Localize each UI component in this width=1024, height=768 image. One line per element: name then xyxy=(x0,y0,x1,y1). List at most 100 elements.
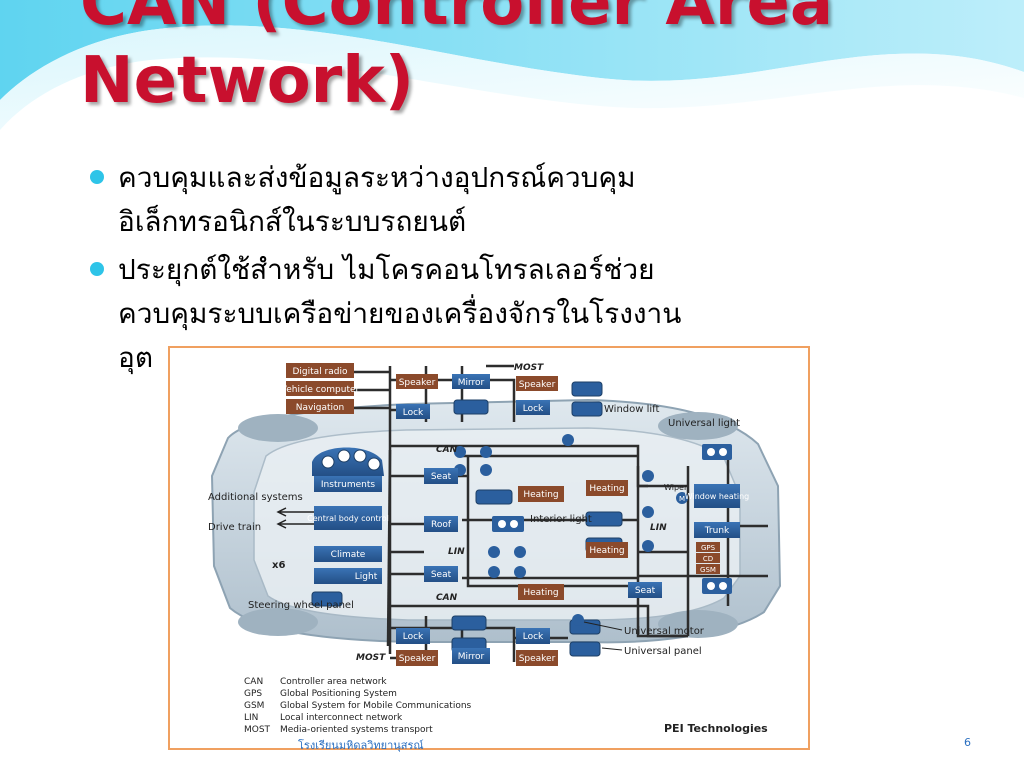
node-label: Lock xyxy=(523,404,544,414)
node-roof xyxy=(424,516,458,532)
node-label: GSM xyxy=(700,566,716,574)
node-label: Vehicle computer xyxy=(281,385,360,395)
motor-icon xyxy=(676,492,688,504)
motor-icon xyxy=(642,470,654,482)
label-universal-light: Universal light xyxy=(668,418,740,429)
node-label: Navigation xyxy=(296,403,345,413)
legend-desc: Media-oriented systems transport xyxy=(280,725,433,735)
legend-abbr: CAN xyxy=(244,677,263,687)
legend-abbr: GPS xyxy=(244,689,262,699)
footer-school-name: โรงเรียนมหิดลวิทยานุสรณ์ xyxy=(298,739,424,752)
node-label: CD xyxy=(703,555,713,563)
node-lock xyxy=(516,628,550,644)
node-label: Seat xyxy=(431,570,452,580)
legend-desc: Global Positioning System xyxy=(280,689,397,699)
node-vehicle-computer xyxy=(286,381,354,396)
gauge-icons xyxy=(321,449,381,471)
bullet-item: ประยุกต์ใช้สำหรับ ไมโครคอนโทรลเลอร์ช่วย … xyxy=(90,248,890,380)
background-wave xyxy=(0,0,1024,100)
node-heating xyxy=(518,486,564,502)
bullet-dot xyxy=(90,170,104,184)
bullet-dot xyxy=(90,262,104,276)
bullet-text-line: ประยุกต์ใช้สำหรับ ไมโครคอนโทรลเลอร์ช่วย xyxy=(118,253,655,286)
bullet-list: ควบคุมและส่งข้อมูลระหว่างอุปกรณ์ควบคุม อ… xyxy=(90,156,890,384)
bus-label-can: CAN xyxy=(436,593,458,603)
node-label: Mirror xyxy=(458,378,485,388)
node-gps xyxy=(696,542,720,552)
title-line-2: Network) xyxy=(80,44,415,118)
motor-icon xyxy=(488,566,500,578)
node-label: Heating xyxy=(523,490,558,500)
node-central-body-control xyxy=(314,506,382,530)
node-navigation xyxy=(286,399,354,414)
label-additional-systems: Additional systems xyxy=(208,492,303,503)
arrow-additional-systems xyxy=(276,507,314,517)
node-heating xyxy=(586,480,628,496)
legend-desc: Global System for Mobile Communications xyxy=(280,701,472,711)
node-trunk xyxy=(694,522,740,538)
legend-desc: Local interconnect network xyxy=(280,713,403,723)
legend-abbr: MOST xyxy=(244,725,271,735)
legend-abbr: GSM xyxy=(244,701,264,711)
pointer-universal-panel xyxy=(601,647,623,651)
node-climate xyxy=(314,546,382,562)
node-label: GPS xyxy=(701,544,716,552)
node-label: Speaker xyxy=(519,380,556,390)
label-universal-motor: Universal motor xyxy=(624,626,705,637)
node-label: Window heating xyxy=(685,492,750,501)
node-label: Speaker xyxy=(519,654,556,664)
node-heating xyxy=(518,584,564,600)
node-label: Heating xyxy=(589,546,624,556)
node-label: Heating xyxy=(523,588,558,598)
node-speaker xyxy=(396,374,438,389)
node-speaker xyxy=(516,650,558,666)
label-wiper: Wiper xyxy=(664,483,688,492)
background-wave-light xyxy=(0,25,1024,131)
label-universal-panel: Universal panel xyxy=(624,646,702,657)
node-label: Mirror xyxy=(458,652,485,662)
motor-glyph: M xyxy=(679,495,685,503)
node-label: Roof xyxy=(431,520,452,530)
page-number: 6 xyxy=(964,736,971,749)
bus-label-lin: LIN xyxy=(448,547,465,557)
label-drive-train: Drive train xyxy=(208,522,261,533)
legend: CAN Controller area network GPS Global P… xyxy=(244,677,472,735)
title-line-1: CAN (Controller Area xyxy=(80,0,834,40)
lamp-glyphs xyxy=(498,448,727,590)
motor-icons xyxy=(454,434,688,626)
node-window-heating xyxy=(694,484,740,508)
label-interior-light: Interior light xyxy=(530,514,592,525)
motor-icon xyxy=(454,446,466,458)
node-label: Heating xyxy=(589,484,624,494)
can-network-diagram: Digital radio Vehicle computer Navigatio… xyxy=(168,346,810,750)
node-label: Trunk xyxy=(704,526,730,536)
motor-icon xyxy=(642,540,654,552)
legend-desc: Controller area network xyxy=(280,677,387,687)
node-label: Light xyxy=(355,572,378,582)
bus-label-most: MOST xyxy=(356,653,386,663)
node-seat xyxy=(424,468,458,484)
node-label: Lock xyxy=(523,632,544,642)
node-label: Speaker xyxy=(399,654,436,664)
label-steering-wheel-panel: Steering wheel panel xyxy=(248,600,354,611)
node-lock xyxy=(396,404,430,419)
node-digital-radio xyxy=(286,363,354,378)
bullet-text-line: ควบคุมและส่งข้อมูลระหว่างอุปกรณ์ควบคุม xyxy=(118,161,636,194)
node-mirror xyxy=(452,374,490,389)
motor-icon xyxy=(514,566,526,578)
node-label: Digital radio xyxy=(293,367,348,377)
node-mirror xyxy=(452,648,490,664)
node-instruments xyxy=(314,476,382,492)
lamp-icons xyxy=(492,444,732,594)
node-lock xyxy=(396,628,430,644)
figure-credit: PEI Technologies xyxy=(664,722,768,735)
motor-icon xyxy=(642,506,654,518)
arrow-drive-train xyxy=(276,519,314,529)
node-speaker xyxy=(396,650,438,666)
node-label: Instruments xyxy=(321,480,376,490)
slide-title: CAN (Controller Area Network) xyxy=(80,0,833,120)
pointer-universal-motor xyxy=(583,621,623,631)
legend-abbr: LIN xyxy=(244,713,258,723)
node-label: Lock xyxy=(403,408,424,418)
